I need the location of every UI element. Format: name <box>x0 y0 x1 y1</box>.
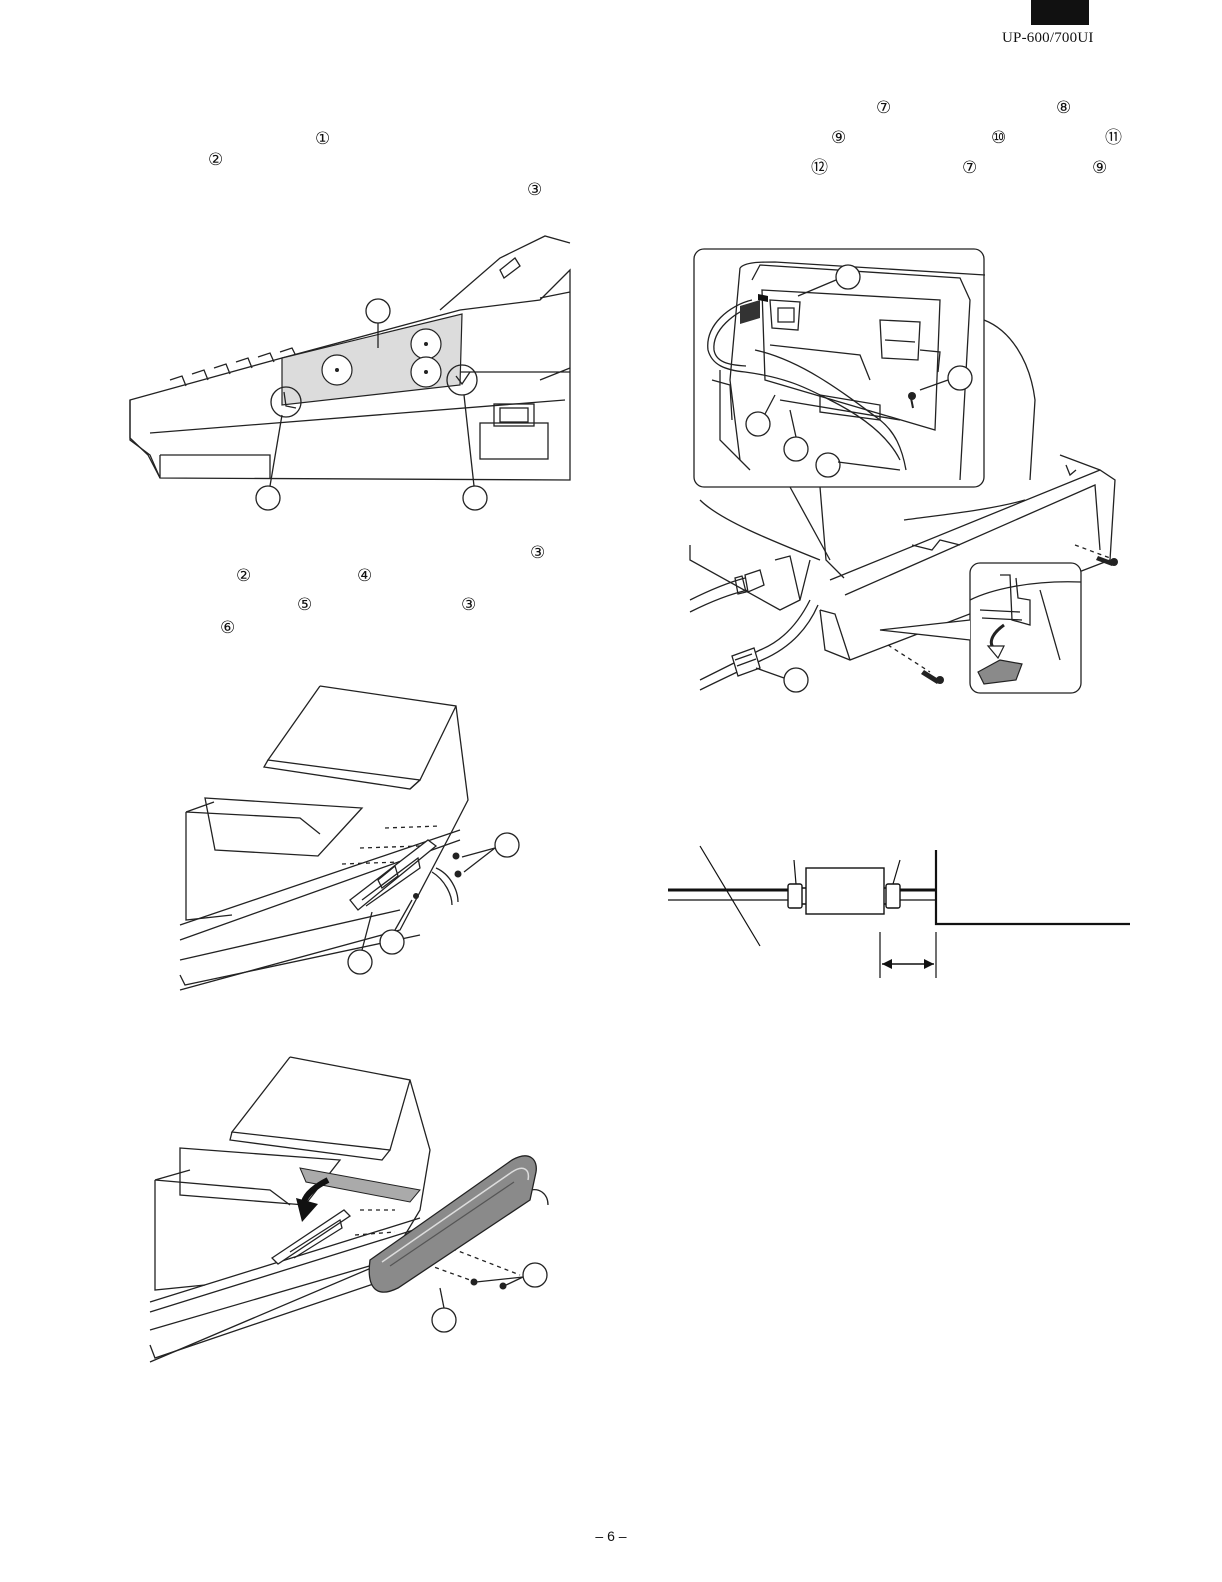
double-arrow-icon <box>882 959 934 969</box>
page-number: – 6 – <box>0 1528 1222 1544</box>
